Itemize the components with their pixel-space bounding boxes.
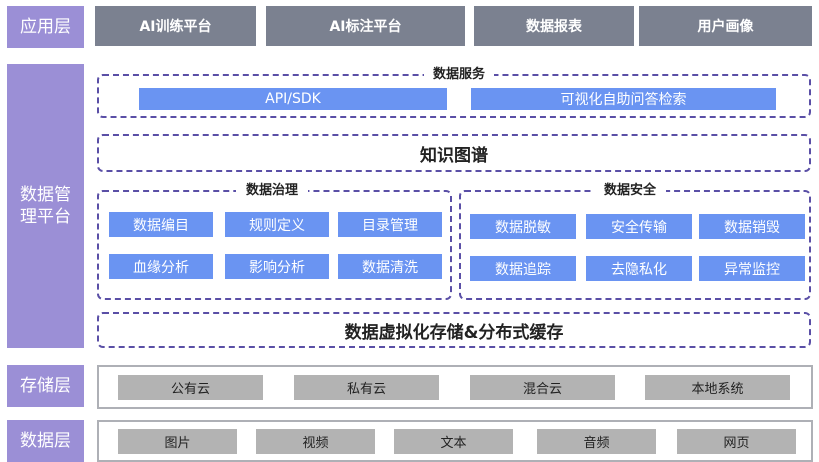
- data-item: 音频: [537, 429, 656, 454]
- governance-item: 血缘分析: [109, 254, 213, 279]
- security-item: 数据销毁: [699, 214, 805, 239]
- storage-item: 私有云: [294, 375, 439, 400]
- storage-item: 公有云: [118, 375, 263, 400]
- app-item-ai-labeling: AI标注平台: [266, 6, 465, 46]
- app-item-ai-training: AI训练平台: [95, 6, 256, 46]
- app-item-user-profile: 用户画像: [639, 6, 812, 46]
- layer-app-text: 应用层: [20, 17, 71, 37]
- layer-storage-text: 存储层: [20, 376, 71, 396]
- security-item: 异常监控: [699, 256, 805, 281]
- layer-data-mgmt-label: 数据管理平台: [7, 64, 84, 348]
- governance-item: 规则定义: [225, 212, 329, 237]
- governance-item: 目录管理: [338, 212, 442, 237]
- security-box: [459, 190, 811, 300]
- security-item: 数据脱敏: [470, 214, 576, 239]
- data-item: 图片: [118, 429, 237, 454]
- knowledge-graph-title: 知识图谱: [420, 145, 488, 166]
- governance-item: 数据编目: [109, 212, 213, 237]
- governance-item: 影响分析: [225, 254, 329, 279]
- app-item-data-report: 数据报表: [474, 6, 634, 46]
- security-item: 安全传输: [586, 214, 692, 239]
- governance-item: 数据清洗: [338, 254, 442, 279]
- layer-data-label: 数据层: [7, 420, 84, 462]
- storage-item: 混合云: [470, 375, 615, 400]
- layer-storage-label: 存储层: [7, 365, 84, 407]
- layer-data-mgmt-text: 数据管理平台: [20, 185, 71, 227]
- layer-app-label: 应用层: [7, 6, 84, 48]
- storage-item: 本地系统: [645, 375, 790, 400]
- api-sdk-item: API/SDK: [139, 88, 447, 110]
- security-title: 数据安全: [594, 182, 666, 200]
- governance-box: [97, 190, 452, 300]
- virtual-storage-box: 数据虚拟化存储&分布式缓存: [97, 312, 811, 348]
- data-item: 视频: [256, 429, 375, 454]
- layer-data-text: 数据层: [20, 431, 71, 451]
- data-item: 文本: [394, 429, 513, 454]
- security-item: 数据追踪: [470, 256, 576, 281]
- data-item: 网页: [677, 429, 796, 454]
- self-service-query-item: 可视化自助问答检索: [471, 88, 776, 110]
- security-item: 去隐私化: [586, 256, 692, 281]
- knowledge-graph-box: 知识图谱: [97, 134, 811, 172]
- virtual-storage-title: 数据虚拟化存储&分布式缓存: [344, 322, 564, 343]
- governance-title: 数据治理: [236, 182, 308, 200]
- data-service-title: 数据服务: [424, 66, 494, 84]
